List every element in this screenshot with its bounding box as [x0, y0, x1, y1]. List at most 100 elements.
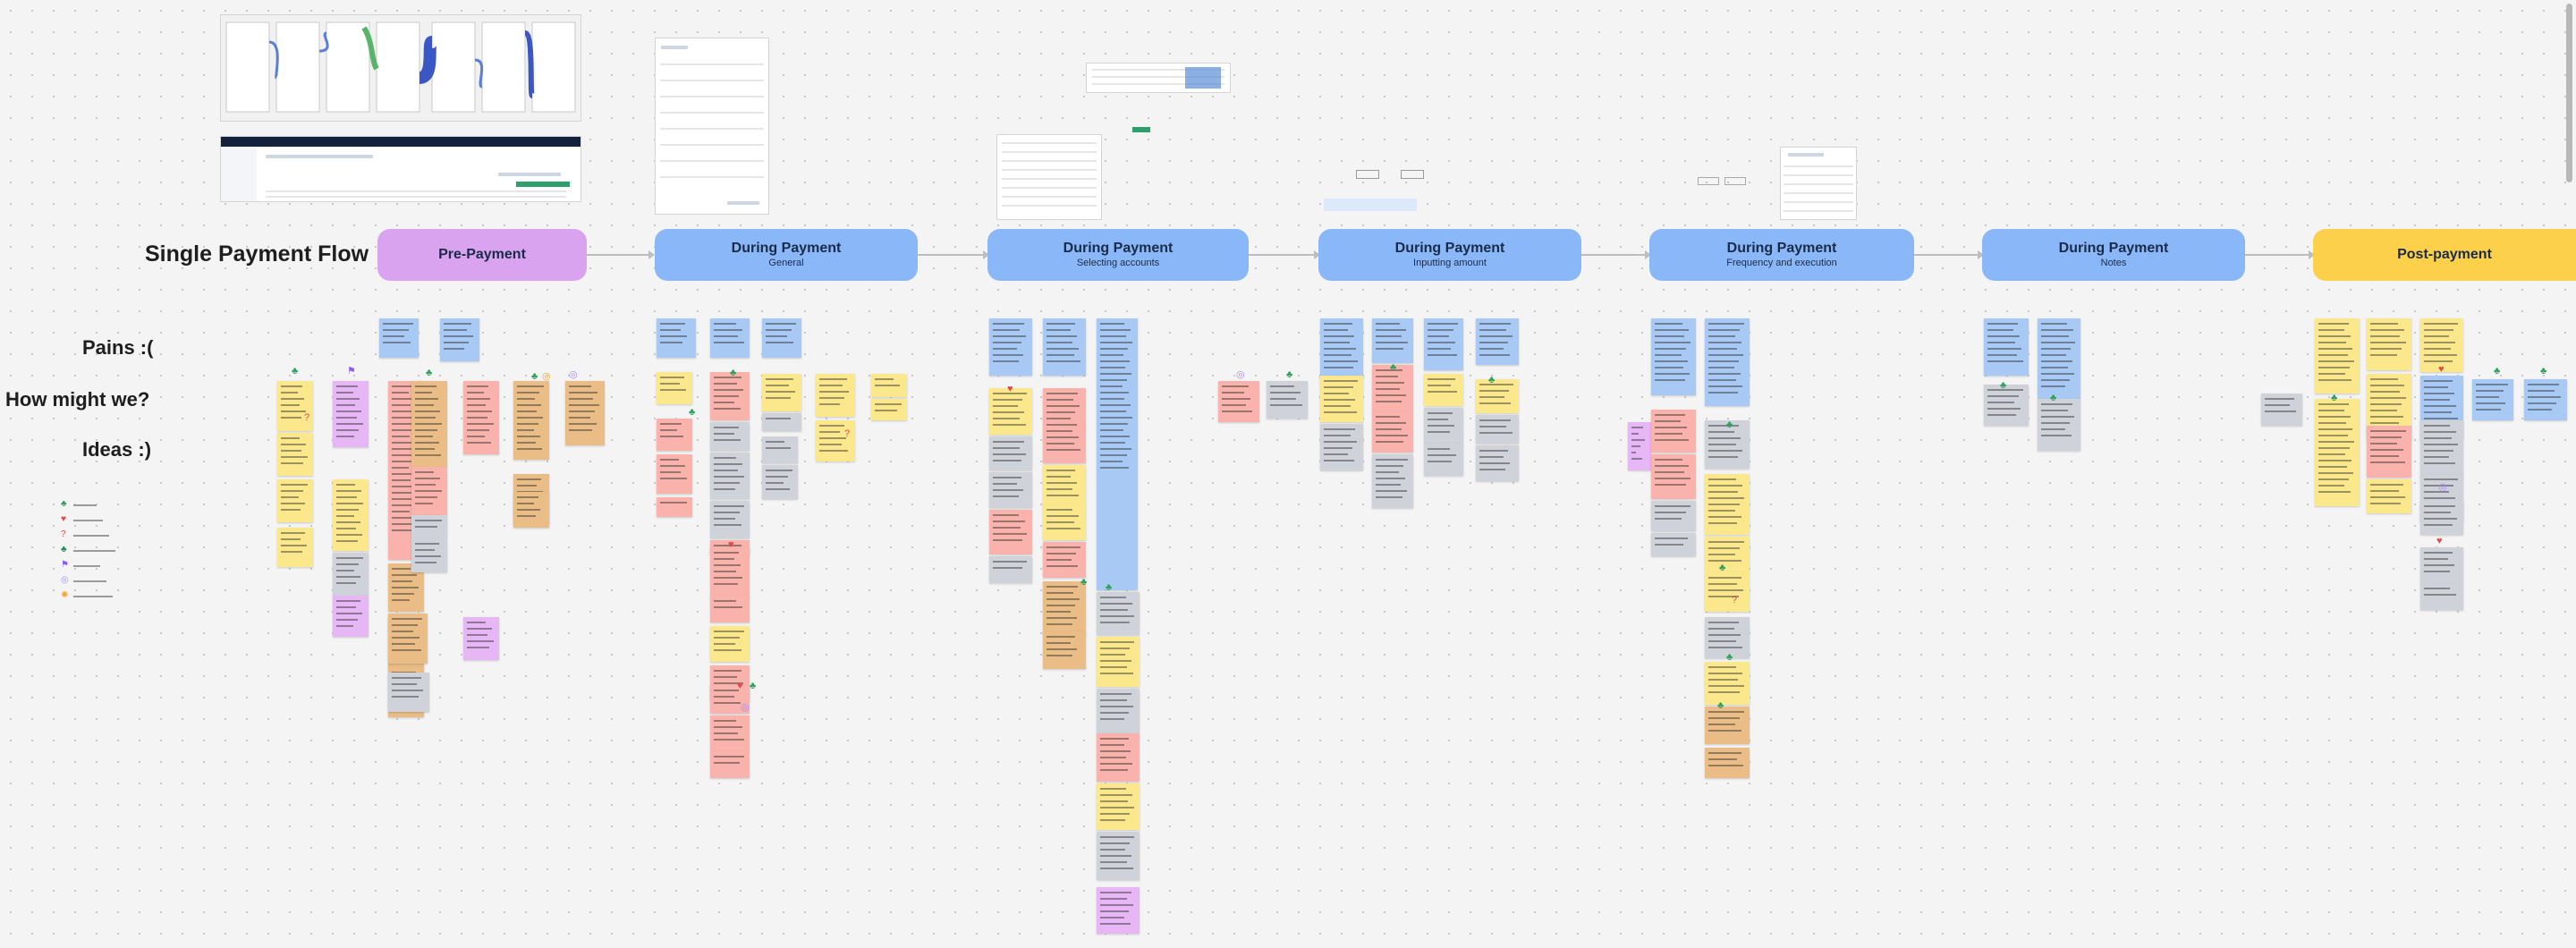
sticky-note[interactable] — [2420, 318, 2463, 372]
sticky-note[interactable] — [2420, 583, 2463, 610]
sticky-note[interactable] — [1476, 445, 1519, 481]
sticky-note[interactable] — [1043, 388, 1086, 463]
sticky-note[interactable] — [657, 372, 692, 404]
sticky-note[interactable] — [710, 501, 750, 538]
sticky-note[interactable] — [2315, 399, 2360, 506]
sticky-note[interactable] — [710, 685, 750, 714]
sticky-note[interactable] — [710, 715, 750, 751]
sticky-note[interactable] — [388, 614, 428, 664]
sticky-note[interactable] — [333, 479, 369, 551]
sticky-note[interactable] — [277, 479, 313, 522]
reaction-icon[interactable]: ◎ — [542, 371, 551, 382]
sticky-note[interactable] — [513, 492, 549, 528]
phase-pre-payment[interactable]: Pre-Payment — [377, 229, 587, 281]
sticky-note[interactable] — [1705, 707, 1750, 744]
sticky-note[interactable] — [1043, 542, 1086, 578]
sticky-note[interactable] — [333, 381, 369, 447]
reaction-icon[interactable]: ♣ — [2331, 393, 2338, 403]
sticky-note[interactable] — [710, 453, 750, 499]
accounts-table-screenshot[interactable] — [1086, 63, 1231, 93]
sticky-note[interactable] — [762, 465, 798, 499]
sticky-note[interactable] — [1320, 424, 1363, 470]
reaction-icon[interactable]: ♣ — [292, 366, 299, 377]
sticky-note[interactable] — [1043, 631, 1086, 669]
reaction-icon[interactable]: ♣ — [426, 368, 433, 378]
reaction-icon[interactable]: ♥ — [1007, 384, 1013, 394]
flow-diagram-screenshot[interactable] — [220, 14, 581, 122]
sticky-note[interactable] — [2524, 379, 2567, 420]
sticky-note[interactable] — [657, 497, 692, 517]
reaction-icon[interactable]: ♥ — [2438, 364, 2445, 375]
sticky-note[interactable] — [1372, 454, 1413, 508]
sticky-note[interactable] — [1628, 422, 1651, 470]
sticky-note[interactable] — [816, 420, 855, 461]
sticky-note[interactable] — [440, 318, 479, 361]
sticky-note[interactable] — [2420, 420, 2463, 476]
sticky-note[interactable] — [1705, 420, 1750, 469]
reaction-icon[interactable]: ♣ — [1106, 582, 1113, 593]
sticky-note[interactable] — [411, 381, 447, 467]
sticky-note[interactable] — [710, 547, 750, 597]
sticky-note[interactable] — [1043, 581, 1086, 635]
sticky-note[interactable] — [1372, 318, 1413, 363]
sticky-note[interactable] — [565, 381, 605, 445]
sticky-note[interactable] — [1218, 381, 1259, 422]
sticky-note[interactable] — [1043, 504, 1086, 540]
phase-during-selecting-accounts[interactable]: During Payment Selecting accounts — [987, 229, 1249, 281]
reaction-icon[interactable]: ♣ — [1286, 369, 1293, 380]
sticky-note[interactable] — [989, 472, 1032, 508]
sticky-note[interactable] — [1320, 318, 1363, 379]
sticky-note[interactable] — [1372, 411, 1413, 453]
sticky-note[interactable] — [1705, 662, 1750, 705]
reaction-icon[interactable]: ? — [304, 412, 310, 423]
sticky-note[interactable] — [411, 467, 447, 515]
sticky-note[interactable] — [463, 617, 499, 660]
sticky-note[interactable] — [1476, 318, 1519, 365]
sticky-note[interactable] — [379, 318, 419, 358]
sticky-note[interactable] — [1476, 379, 1519, 413]
sticky-note[interactable] — [1984, 318, 2029, 376]
sticky-note[interactable] — [1097, 318, 1138, 590]
sticky-note[interactable] — [710, 318, 750, 358]
reaction-icon[interactable]: ? — [1732, 595, 1738, 605]
phase-during-general[interactable]: During Payment General — [655, 229, 918, 281]
sticky-note[interactable] — [2420, 547, 2463, 583]
reaction-icon[interactable]: ♣ — [2050, 393, 2057, 403]
sticky-note[interactable] — [333, 596, 369, 637]
sticky-note[interactable] — [2038, 318, 2080, 399]
sticky-note[interactable] — [1097, 689, 1140, 733]
sticky-note[interactable] — [1097, 637, 1140, 687]
sticky-note[interactable] — [2472, 379, 2513, 420]
sticky-note[interactable] — [989, 510, 1032, 554]
sticky-note[interactable] — [762, 318, 801, 358]
sticky-note[interactable] — [1651, 501, 1696, 531]
sticky-note[interactable] — [1651, 454, 1696, 499]
sticky-note[interactable] — [657, 419, 692, 451]
reaction-icon[interactable]: ◎ — [741, 702, 750, 713]
sticky-note[interactable] — [1043, 318, 1086, 376]
sticky-note[interactable] — [411, 515, 447, 538]
sticky-note[interactable] — [1424, 408, 1463, 444]
sticky-note[interactable] — [762, 374, 801, 411]
payment-form-screenshot[interactable] — [655, 38, 769, 215]
reaction-icon[interactable]: ♥ — [737, 681, 743, 691]
reaction-icon[interactable]: ? — [844, 428, 851, 439]
sticky-note[interactable] — [1043, 465, 1086, 506]
sticky-note[interactable] — [1651, 533, 1696, 556]
sticky-note[interactable] — [816, 374, 855, 417]
sticky-note[interactable] — [1651, 318, 1696, 395]
sticky-note[interactable] — [1705, 572, 1750, 612]
sticky-note[interactable] — [277, 381, 313, 431]
sticky-note[interactable] — [710, 751, 750, 778]
sticky-note[interactable] — [2367, 426, 2411, 478]
canvas-scrollbar[interactable] — [2566, 4, 2572, 182]
sticky-note[interactable] — [710, 596, 750, 622]
sticky-note[interactable] — [871, 399, 907, 420]
reaction-icon[interactable]: ♣ — [730, 368, 737, 378]
sticky-note[interactable] — [989, 436, 1032, 470]
sticky-note[interactable] — [2367, 318, 2411, 370]
sticky-note[interactable] — [657, 318, 696, 358]
sticky-note[interactable] — [2367, 479, 2411, 513]
sticky-note[interactable] — [1705, 617, 1750, 658]
sticky-note[interactable] — [2420, 501, 2463, 535]
